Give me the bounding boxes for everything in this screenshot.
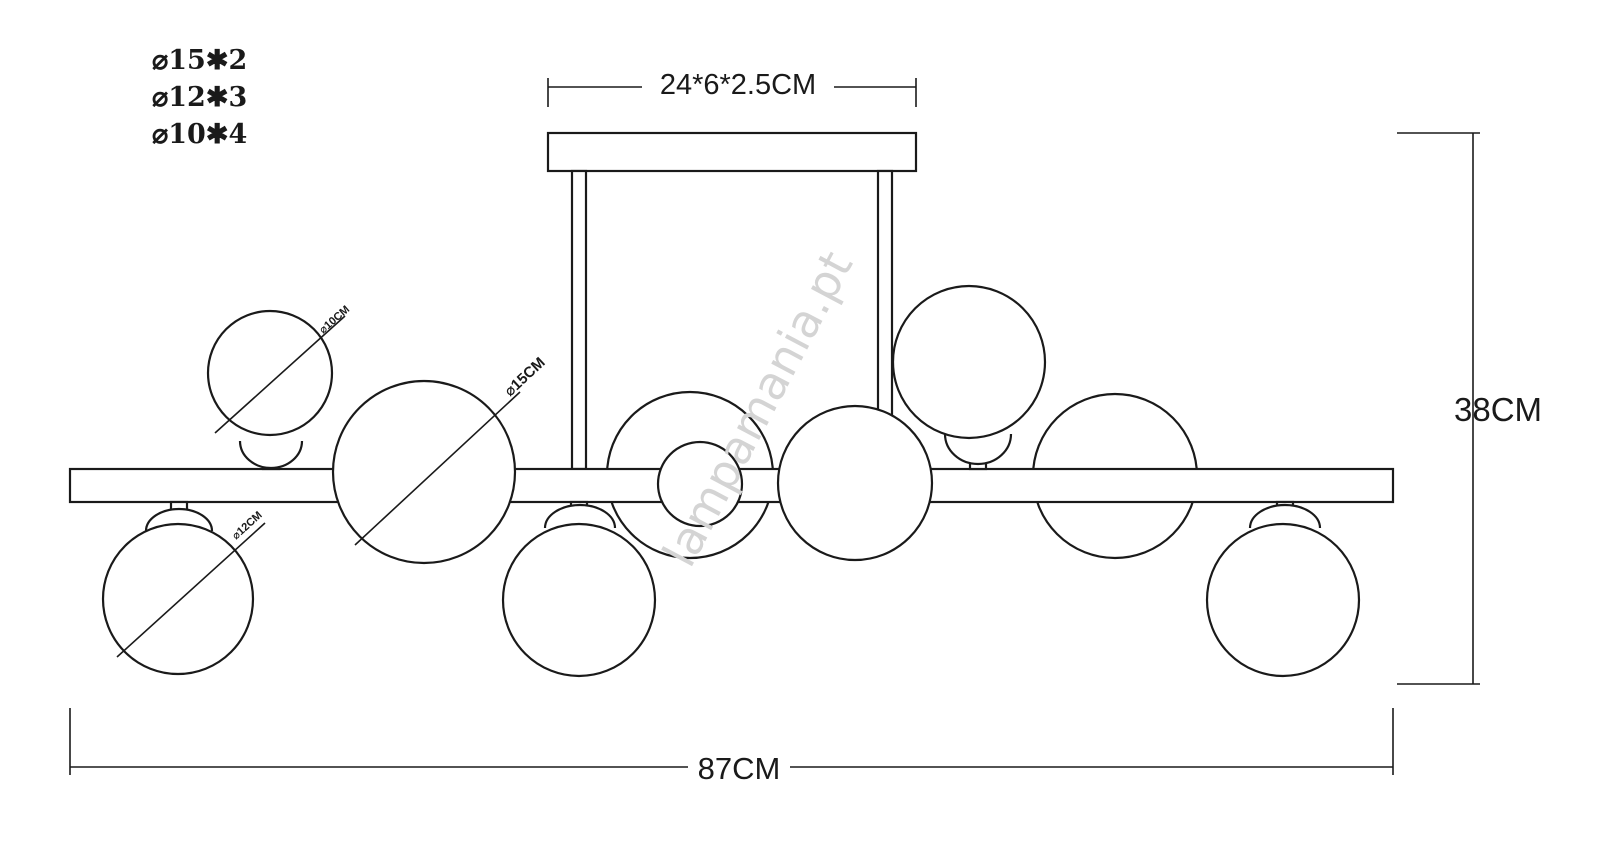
- callout-line-large-globe: [354, 391, 521, 546]
- canopy-dimension-label: 24*6*2.5CM: [660, 69, 816, 101]
- globe-12cm-left: [101, 522, 255, 676]
- center-disc: [656, 440, 744, 528]
- callout-label-small-globe: ⌀10CM: [317, 304, 352, 337]
- globe-10cm-left: [206, 309, 334, 437]
- socket-top-left: [238, 440, 304, 470]
- socket-bottom-right: [1248, 503, 1322, 529]
- callout-line-small-globe: [214, 315, 346, 434]
- socket-top-right: [943, 433, 1013, 466]
- callout-line-medium-globe: [116, 522, 266, 658]
- legend-line-10cm: ⌀10✱4: [152, 119, 248, 150]
- callout-label-medium-globe: ⌀12CM: [230, 509, 265, 542]
- legend-line-12cm: ⌀12✱3: [152, 82, 248, 113]
- globe-15cm-left: [331, 379, 517, 565]
- globe-front-center: [776, 404, 934, 562]
- globe-10cm-right: [891, 284, 1047, 440]
- globe-12cm-right: [1205, 522, 1361, 678]
- globe-count-legend: ⌀15✱2 ⌀12✱3 ⌀10✱4: [152, 42, 247, 153]
- suspension-rod-left: [570, 169, 588, 471]
- legend-line-15cm: ⌀15✱2: [152, 45, 248, 76]
- ceiling-canopy: [546, 131, 918, 173]
- globe-12cm-center: [501, 522, 657, 678]
- width-dimension-label: 87CM: [698, 751, 781, 786]
- height-dimension-label: 38CM: [1454, 391, 1542, 428]
- callout-label-large-globe: ⌀15CM: [501, 354, 548, 400]
- socket-bottom-center: [543, 503, 617, 529]
